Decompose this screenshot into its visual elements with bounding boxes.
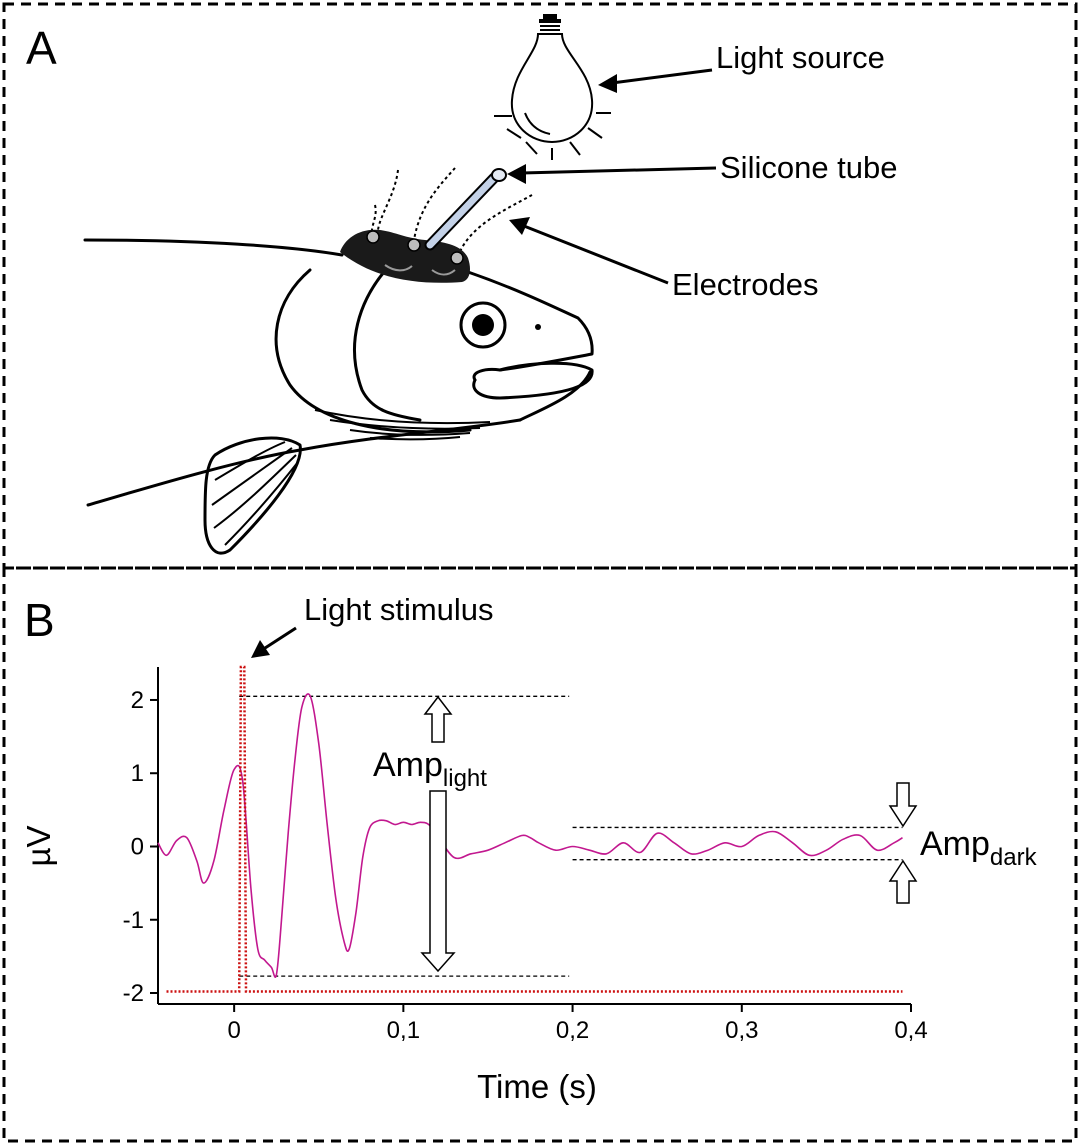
- x-tick-label: 0,3: [725, 1017, 758, 1044]
- stimulus-arrow: [261, 626, 297, 652]
- silicone-tube-label: Silicone tube: [720, 150, 898, 185]
- panel-a: A: [26, 14, 898, 555]
- x-tick-label: 0,1: [387, 1017, 420, 1044]
- light-source-label: Light source: [716, 40, 885, 75]
- x-tick-label: 0: [227, 1017, 240, 1044]
- x-tick-label: 0,2: [556, 1017, 589, 1044]
- y-tick-label: 1: [131, 760, 144, 787]
- light-bulb-icon: [494, 14, 611, 160]
- amp-dark-sub: dark: [990, 844, 1038, 871]
- x-tick-label: 0,4: [894, 1017, 927, 1044]
- panel-b: B Light stimulus 2 1 0 -1 -2 0 0,1 0,2 0,3 0,4 T…: [20, 592, 1038, 1105]
- erg-response-line: [157, 693, 903, 979]
- amp-light-label: Amplight: [373, 746, 487, 792]
- amp-light-down-arrow: [420, 790, 456, 973]
- series-layer: [157, 665, 903, 993]
- panel-a-letter: A: [26, 22, 57, 74]
- stimulus-arrowhead: [251, 640, 270, 658]
- panel-a-frame: [2, 2, 1078, 570]
- electrode: [366, 230, 380, 244]
- amp-dark-arrows: [888, 782, 918, 904]
- fish-illustration: [83, 238, 594, 555]
- y-tick-label: -1: [123, 907, 144, 934]
- electrode: [407, 238, 421, 252]
- panel-b-letter: B: [24, 594, 55, 646]
- electrode-assembly: [340, 167, 533, 283]
- amp-light-main: Amp: [373, 746, 443, 784]
- amp-dark-label: Ampdark: [920, 825, 1038, 871]
- y-ticks: 2 1 0 -1 -2: [123, 687, 158, 1007]
- y-axis-title: µV: [20, 825, 57, 866]
- amp-light-sub: light: [443, 765, 487, 792]
- reference-lines: [239, 695, 903, 977]
- x-axis-title: Time (s): [477, 1068, 597, 1105]
- light-stimulus-label: Light stimulus: [304, 592, 494, 627]
- amp-light-up-arrow: [423, 695, 453, 743]
- silicone-tube: [426, 174, 498, 249]
- panel-b-frame: [2, 566, 1078, 1143]
- amp-light-arrows: [420, 695, 456, 973]
- label-arrows: [507, 68, 717, 285]
- amp-dark-down-arrow: [888, 782, 918, 828]
- y-tick-label: -2: [123, 980, 144, 1007]
- x-ticks: 0 0,1 0,2 0,3 0,4: [227, 1004, 928, 1044]
- stimulus-trace-line: [166, 665, 903, 993]
- electrodes-label: Electrodes: [672, 267, 818, 302]
- y-tick-label: 0: [131, 833, 144, 860]
- amp-dark-up-arrow: [888, 859, 918, 904]
- electrode: [450, 251, 464, 265]
- y-tick-label: 2: [131, 687, 144, 714]
- amp-dark-main: Amp: [920, 825, 990, 863]
